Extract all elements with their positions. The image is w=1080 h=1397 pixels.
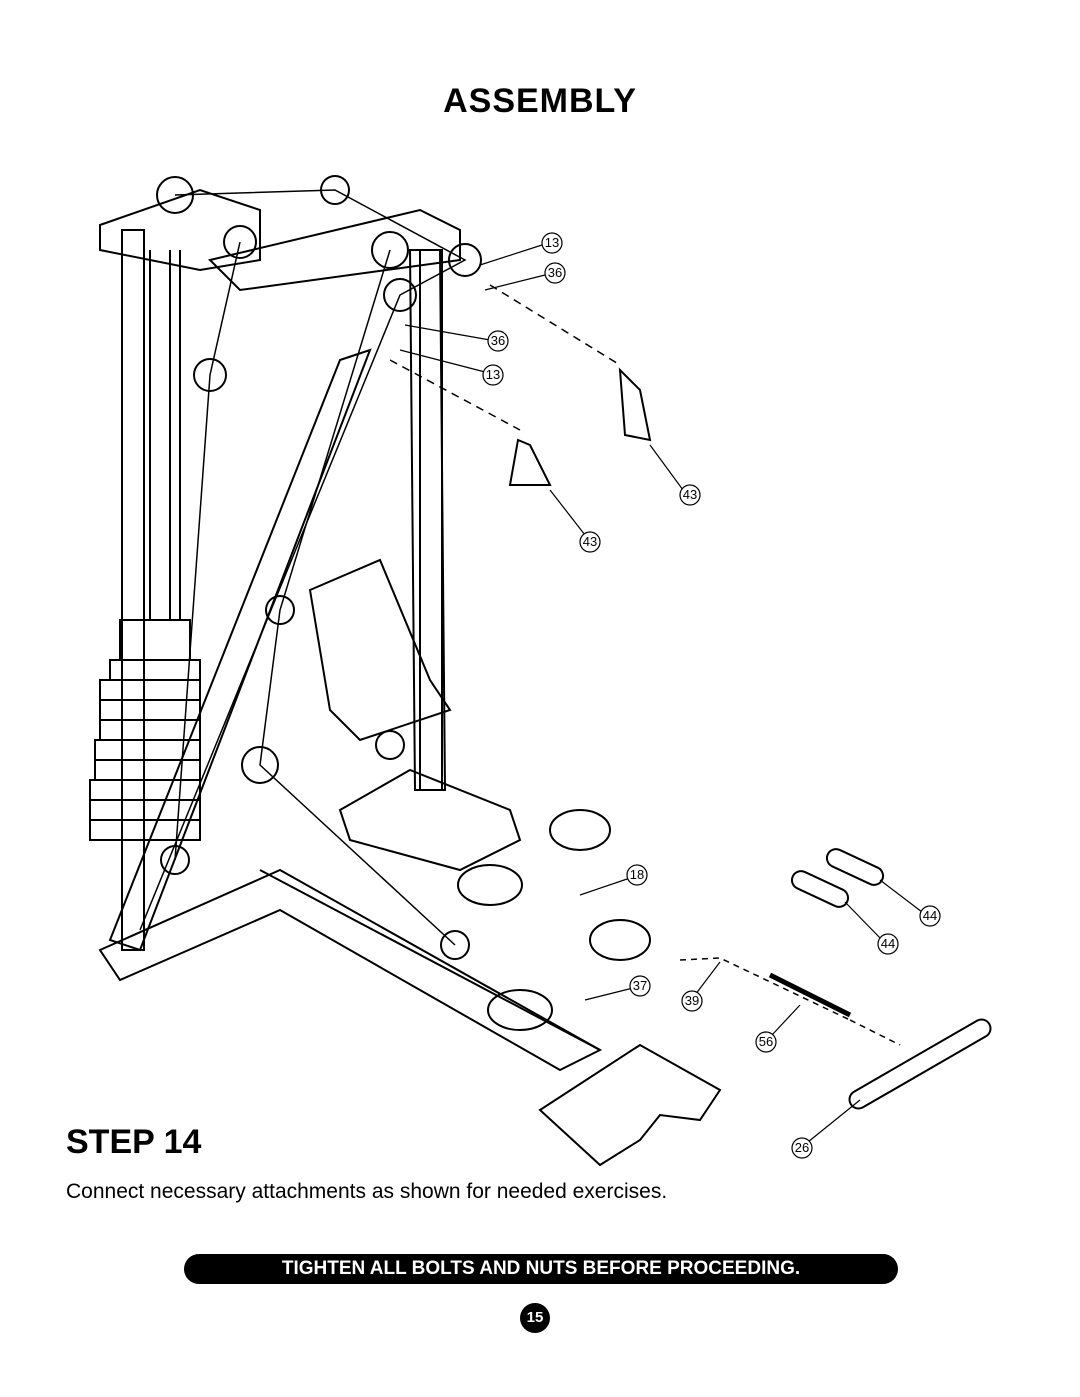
callout-13: 13 [545,235,559,250]
callout-26: 26 [795,1140,809,1155]
stirrup-handle-1 [618,367,652,442]
seat-pad [338,768,522,872]
step-instruction: Connect necessary attachments as shown f… [66,1180,668,1203]
frame-upright-left [121,229,145,951]
weight-stack [89,619,201,841]
chain [768,972,852,1018]
ankle-strap-2 [790,870,850,908]
back-pad [308,558,452,742]
callout-39: 39 [685,993,699,1008]
callout-44: 44 [923,908,937,923]
leg-roller-top [457,864,523,906]
callout-36-b: 36 [491,333,505,348]
callout-43-b: 43 [583,534,597,549]
callout-43: 43 [683,487,697,502]
warning-banner: TIGHTEN ALL BOLTS AND NUTS BEFORE PROCEE… [184,1254,898,1284]
ankle-strap-1 [825,848,885,886]
straight-bar [848,1018,992,1110]
callout-44-b: 44 [881,936,895,951]
page-number: 15 [520,1303,550,1333]
callout-18: 18 [630,867,644,882]
assembly-diagram: 13 36 36 13 43 43 18 37 39 56 26 44 44 [89,175,992,1167]
callout-37: 37 [633,978,647,993]
attachments [389,284,992,1110]
callout-56: 56 [759,1034,773,1049]
page-title: ASSEMBLY [443,82,637,120]
top-crossbar-left [99,188,261,272]
base-frame [98,868,603,1072]
leg-roller-bottom [487,989,553,1031]
step-heading: STEP 14 [66,1123,202,1161]
callout-13-b: 13 [486,367,500,382]
foot-plate [538,1043,722,1167]
stirrup-handle-2 [508,438,552,486]
press-arm [108,348,372,952]
callout-36: 36 [548,265,562,280]
